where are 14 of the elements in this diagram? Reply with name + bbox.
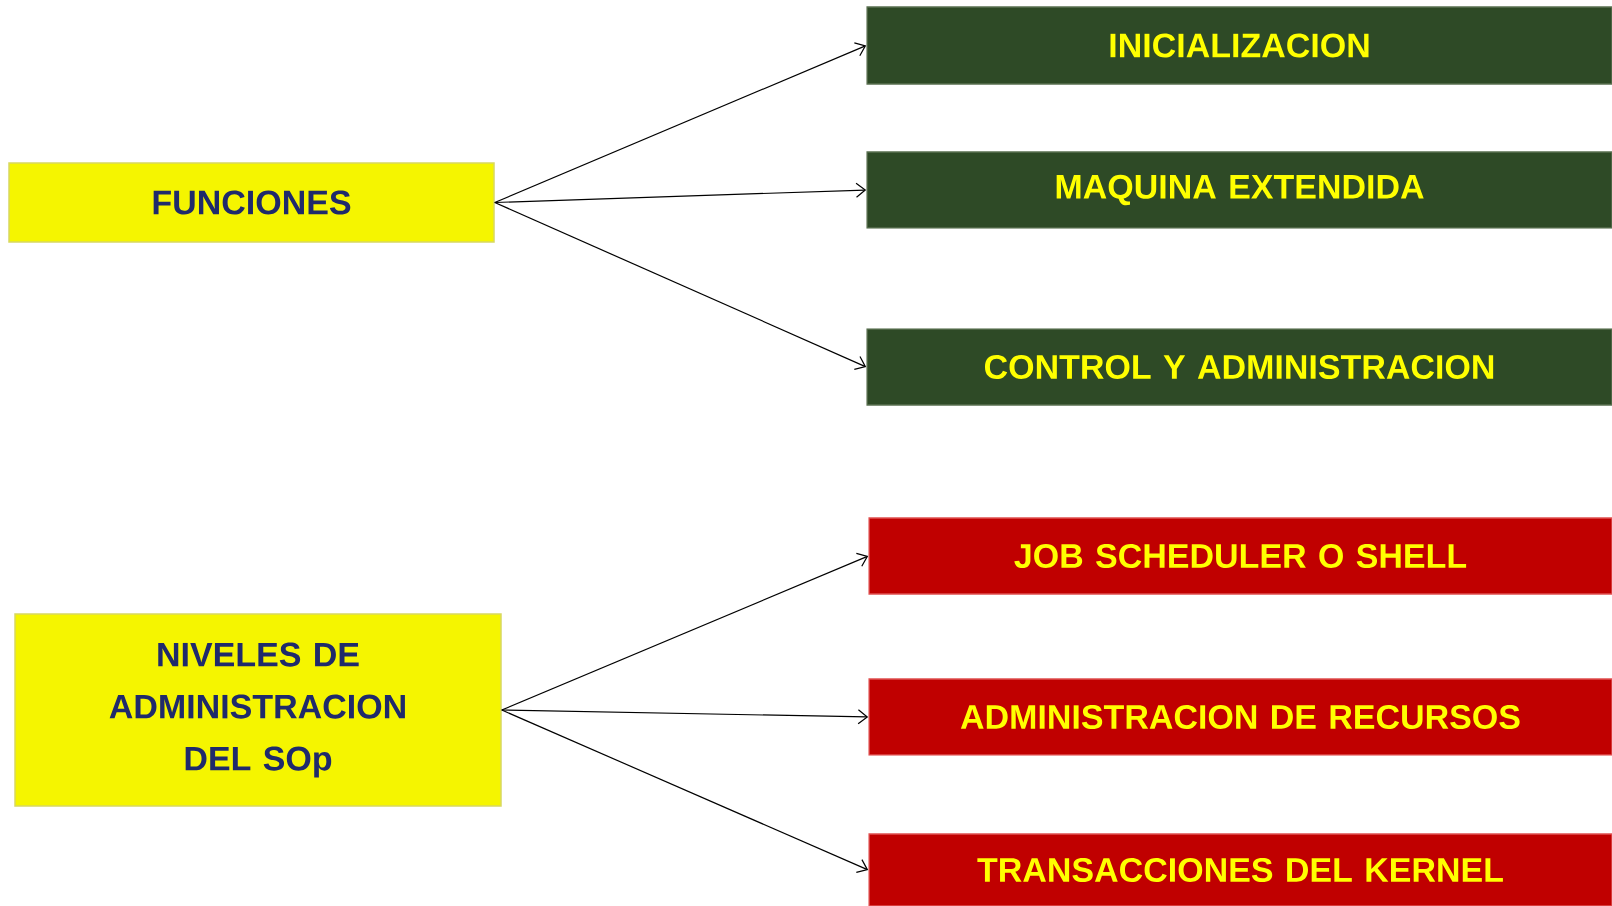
category-box: NIVELES DE ADMINISTRACION DEL SOp [14, 613, 502, 807]
item-banner: INICIALIZACION [866, 6, 1612, 85]
item-banner: CONTROL Y ADMINISTRACION [866, 328, 1612, 406]
arrow [501, 552, 869, 711]
item-banner: ADMINISTRACION DE RECURSOS [868, 678, 1612, 756]
item-banner: MAQUINA EXTENDIDA [866, 151, 1612, 229]
item-banner: JOB SCHEDULER O SHELL [868, 517, 1612, 595]
item-banner: TRANSACCIONES DEL KERNEL [868, 833, 1612, 906]
arrow [501, 709, 869, 873]
category-box: FUNCIONES [8, 162, 495, 243]
arrow [501, 709, 869, 725]
arrow [494, 201, 867, 370]
arrow [494, 42, 867, 204]
arrow [494, 182, 867, 204]
